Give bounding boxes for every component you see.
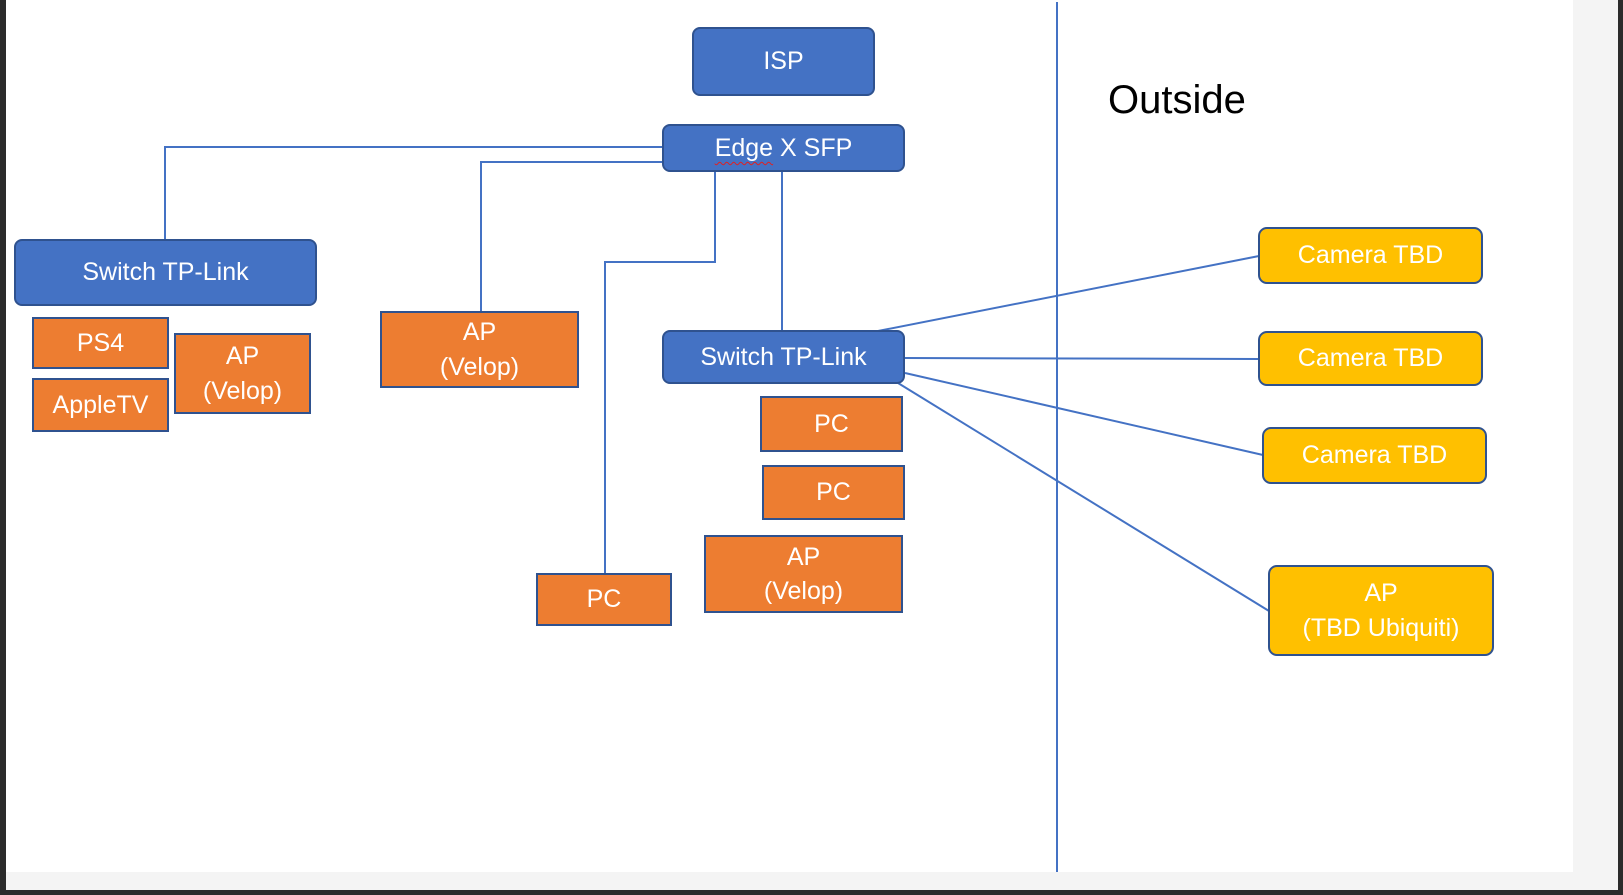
- ap-velop-mid-node[interactable]: AP (Velop): [380, 311, 579, 388]
- camera-3-node[interactable]: Camera TBD: [1262, 427, 1487, 484]
- edge-router-label-rest: X SFP: [773, 133, 853, 162]
- edge-router-node[interactable]: Edge X SFP: [662, 124, 905, 172]
- link-switch-to-camera-1: [877, 255, 1260, 332]
- switch-left-node[interactable]: Switch TP-Link: [14, 239, 317, 306]
- camera-2-label: Camera TBD: [1297, 344, 1444, 373]
- appletv-label: AppleTV: [52, 390, 149, 419]
- pc-2-node[interactable]: PC: [762, 465, 905, 520]
- ap-velop-right-node[interactable]: AP (Velop): [704, 535, 903, 613]
- ps4-label: PS4: [76, 328, 125, 357]
- link-switch-to-ap-outdoor: [897, 382, 1270, 612]
- link-switch-to-camera-3: [904, 372, 1264, 456]
- pc-bottom-node[interactable]: PC: [536, 573, 672, 626]
- isp-node[interactable]: ISP: [692, 27, 875, 96]
- outside-region-label: Outside: [1108, 78, 1246, 122]
- pc-2-label: PC: [816, 478, 851, 507]
- switch-center-node[interactable]: Switch TP-Link: [662, 330, 905, 384]
- ap-outdoor-line2: (TBD Ubiquiti): [1302, 613, 1460, 642]
- connector-group: [164, 2, 1270, 872]
- ps4-node[interactable]: PS4: [32, 317, 169, 369]
- edge-router-label-word: Edge: [714, 133, 774, 162]
- link-edge-to-pc-bottom: [604, 170, 716, 573]
- link-switch-to-camera-2: [904, 357, 1260, 360]
- isp-label: ISP: [763, 47, 804, 76]
- pc-1-node[interactable]: PC: [760, 396, 903, 452]
- camera-1-label: Camera TBD: [1297, 241, 1444, 270]
- ap-velop-mid-line1: AP: [462, 318, 497, 346]
- window-edge-left: [0, 0, 6, 895]
- window-edge-right: [1618, 0, 1623, 895]
- camera-1-node[interactable]: Camera TBD: [1258, 227, 1483, 284]
- pc-bottom-label: PC: [586, 585, 622, 614]
- ap-velop-right-line2: (Velop): [763, 577, 844, 605]
- ap-velop-right-line1: AP: [786, 542, 821, 571]
- ap-outdoor-line1: AP: [1364, 579, 1398, 607]
- ap-velop-left-node[interactable]: AP (Velop): [174, 333, 311, 414]
- page-margin-bottom: [6, 872, 1573, 890]
- ap-velop-mid-line2: (Velop): [439, 352, 520, 381]
- page-margin-right: [1573, 0, 1618, 895]
- switch-left-label: Switch TP-Link: [82, 258, 249, 287]
- ap-velop-left-line1: AP: [225, 342, 260, 370]
- appletv-node[interactable]: AppleTV: [32, 378, 169, 432]
- switch-center-label: Switch TP-Link: [700, 342, 867, 371]
- window-edge-bottom: [0, 890, 1623, 895]
- ap-velop-left-line2: (Velop): [202, 376, 283, 405]
- camera-2-node[interactable]: Camera TBD: [1258, 331, 1483, 386]
- link-edge-to-switch-left: [164, 146, 663, 240]
- pc-1-label: PC: [814, 409, 849, 438]
- edge-router-label: Edge X SFP: [715, 131, 853, 166]
- ap-outdoor-node[interactable]: AP (TBD Ubiquiti): [1268, 565, 1494, 656]
- camera-3-label: Camera TBD: [1301, 441, 1448, 470]
- link-edge-to-ap-velop-mid: [480, 161, 663, 311]
